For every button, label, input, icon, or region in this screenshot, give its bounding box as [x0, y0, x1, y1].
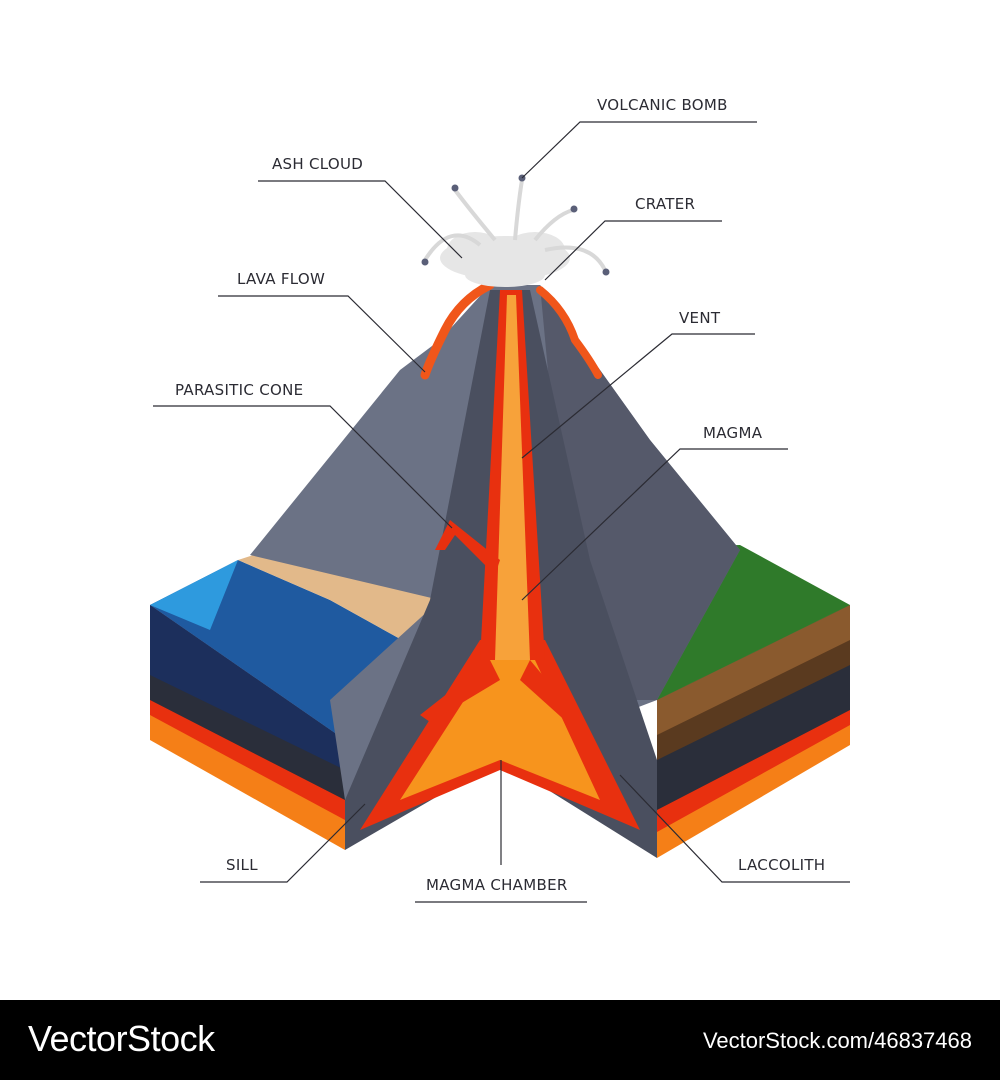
label-ash-cloud: ASH CLOUD [272, 155, 364, 173]
laccolith [520, 660, 580, 725]
label-crater: CRATER [635, 195, 696, 213]
label-parasitic-cone: PARASITIC CONE [175, 381, 304, 399]
volcano-cross-section [150, 121, 850, 903]
label-volcanic-bomb: VOLCANIC BOMB [597, 96, 728, 114]
label-magma: MAGMA [703, 424, 763, 442]
lava-flow [420, 280, 495, 380]
lava-flow-right [536, 286, 602, 379]
sea-shallow [150, 560, 238, 630]
label-laccolith: LACCOLITH [738, 856, 826, 874]
magma [495, 295, 530, 660]
label-magma-chamber: MAGMA CHAMBER [426, 876, 568, 894]
parasitic-cone-dike [435, 520, 500, 575]
left-block-side [150, 605, 345, 850]
beach [238, 540, 440, 660]
right-block-side [657, 605, 850, 858]
watermark-bar: VectorStock VectorStock.com/46837468 [0, 1000, 1000, 1080]
ash-cloud [440, 232, 570, 287]
label-sill: SILL [226, 856, 258, 874]
watermark-reference: VectorStock.com/46837468 [702, 1028, 972, 1053]
watermark-brand: VectorStock [28, 1018, 215, 1059]
sill [420, 660, 500, 722]
bomb-trails [423, 179, 607, 271]
label-lava-flow: LAVA FLOW [237, 270, 326, 288]
label-vent: VENT [679, 309, 721, 327]
leader-lines [153, 121, 850, 903]
